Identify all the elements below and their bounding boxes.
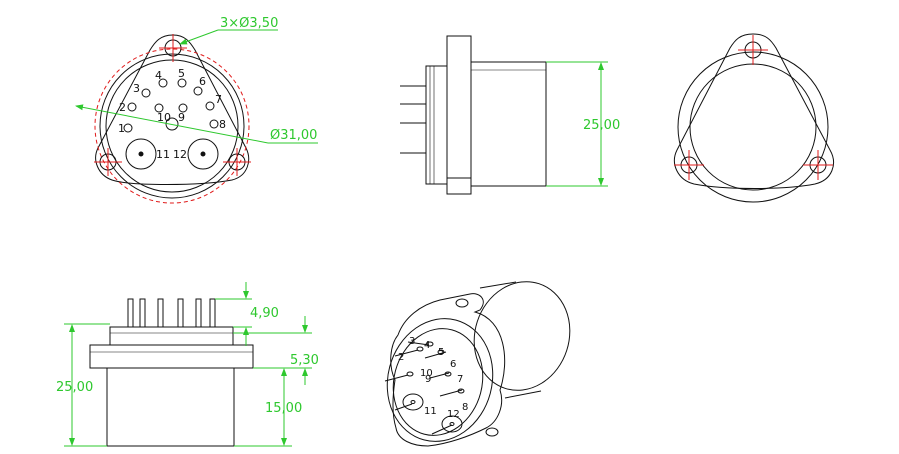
- pin-3: [141, 88, 151, 98]
- back-view: [673, 33, 834, 203]
- pin-label-4: 4: [155, 69, 162, 82]
- body-inner-circle: [105, 59, 239, 193]
- back-body-outer: [677, 51, 829, 203]
- bottom-view: [89, 298, 254, 447]
- bottom-pin-length: 4,90: [250, 306, 279, 321]
- iso-label-4: 4: [424, 340, 430, 351]
- pin-11: [125, 138, 157, 170]
- bottom-flange-thickness: 5,30: [290, 353, 319, 368]
- side-flange: [446, 35, 472, 195]
- side-height-dim: 25,00: [583, 118, 620, 133]
- iso-label-8: 8: [462, 402, 468, 413]
- iso-face-inner: [392, 328, 484, 436]
- iso-label-10: 10: [420, 368, 433, 379]
- pin-label-1: 1: [118, 122, 125, 135]
- center-key: [165, 117, 179, 131]
- iso-pins: [384, 341, 465, 435]
- pin-label-11: 11: [156, 148, 170, 161]
- iso-flange: [390, 293, 506, 447]
- pin-label-12: 12: [173, 148, 187, 161]
- side-dimensions: [546, 61, 608, 187]
- pin-2: [127, 102, 137, 112]
- pin-4: [158, 78, 168, 88]
- iso-hole-bottom: [485, 427, 499, 437]
- bottom-body-height: 15,00: [265, 401, 302, 416]
- bottom-dimensions: [64, 282, 312, 447]
- pin-6: [193, 86, 203, 96]
- side-insulator: [425, 65, 448, 185]
- iso-labels: 2 3 4 5 6 7 8 9 10 11 12: [398, 336, 468, 420]
- bottom-insulator: [109, 326, 234, 346]
- iso-body-back: [473, 281, 571, 391]
- hole-centerlines: [94, 34, 251, 176]
- body-outer-circle: [99, 53, 245, 199]
- pin-1: [123, 123, 133, 133]
- pin-9: [178, 103, 188, 113]
- iso-label-9: 9: [425, 374, 431, 385]
- side-view: [400, 35, 547, 195]
- front-dimensions: [75, 29, 318, 144]
- pin-5: [177, 78, 187, 88]
- iso-view: [384, 281, 571, 447]
- iso-label-3: 3: [409, 336, 415, 347]
- pin-label-9: 9: [178, 111, 185, 124]
- iso-label-7: 7: [457, 374, 463, 385]
- iso-label-6: 6: [450, 359, 456, 370]
- front-pin-labels: 1 2 3 4 5 6 7 8 9 10 11 12: [118, 67, 226, 161]
- pin-label-10: 10: [157, 111, 171, 124]
- pin-8: [209, 119, 219, 129]
- pin-12: [187, 138, 219, 170]
- back-flange-outline: [673, 33, 834, 189]
- front-flange-outline: [95, 34, 250, 185]
- bottom-total-height: 25,00: [56, 380, 93, 395]
- pin-label-3: 3: [133, 82, 140, 95]
- back-hole-centerlines: [674, 35, 833, 180]
- iso-face-outer: [386, 318, 494, 442]
- iso-label-12: 12: [447, 409, 460, 420]
- pin-label-6: 6: [199, 75, 206, 88]
- diameter-callout: Ø31,00: [270, 128, 317, 143]
- iso-label-11: 11: [424, 406, 437, 417]
- pin-label-8: 8: [219, 118, 226, 131]
- iso-hole-top: [455, 298, 469, 308]
- front-view: [94, 34, 251, 204]
- side-body: [470, 61, 547, 187]
- bottom-body: [106, 367, 235, 447]
- pin-label-7: 7: [215, 93, 222, 106]
- iso-label-5: 5: [438, 347, 444, 358]
- pitch-circle: [94, 48, 250, 204]
- iso-label-2: 2: [398, 352, 404, 363]
- pin-7: [205, 101, 215, 111]
- back-body-inner: [689, 63, 817, 191]
- pin-10: [154, 103, 164, 113]
- hole-callout: 3×Ø3,50: [220, 16, 278, 31]
- bottom-pins: [127, 298, 216, 328]
- bottom-flange: [89, 344, 254, 369]
- pin-label-2: 2: [119, 101, 126, 114]
- pin-label-5: 5: [178, 67, 185, 80]
